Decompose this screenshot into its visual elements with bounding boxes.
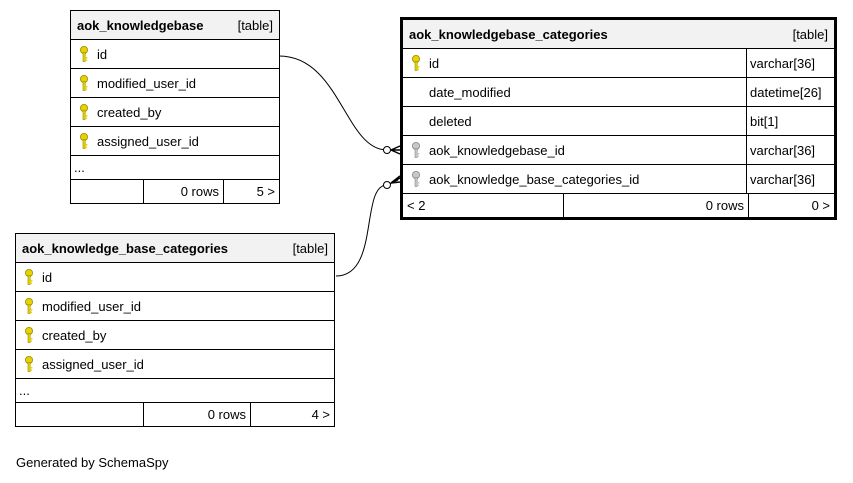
column-name: modified_user_id	[97, 75, 197, 91]
relationship-line-knowledgebase	[278, 55, 398, 151]
table-footer: 0 rows 5 >	[71, 180, 279, 203]
column-row[interactable]: date_modified datetime[26]	[403, 78, 834, 107]
optional-marker	[383, 181, 391, 189]
column-row[interactable]: created_by	[71, 98, 279, 127]
table-name: aok_knowledgebase_categories	[409, 26, 608, 42]
column-name: aok_knowledge_base_categories_id	[429, 171, 640, 187]
generated-by-credit: Generated by SchemaSpy	[16, 455, 169, 470]
children-link[interactable]: 5 >	[223, 180, 279, 203]
column-type: varchar[36]	[746, 136, 834, 164]
column-row[interactable]: aok_knowledgebase_id varchar[36]	[403, 136, 834, 165]
foreign-key-icon	[409, 141, 423, 159]
column-name: id	[42, 269, 53, 285]
primary-key-icon	[77, 132, 91, 150]
table-header[interactable]: aok_knowledgebase [table]	[71, 11, 279, 40]
table-name: aok_knowledge_base_categories	[22, 240, 228, 256]
column-row[interactable]: created_by	[16, 321, 334, 350]
table-header[interactable]: aok_knowledgebase_categories [table]	[403, 20, 834, 49]
column-row[interactable]: modified_user_id	[16, 292, 334, 321]
primary-key-icon	[22, 268, 36, 286]
column-row[interactable]: id	[71, 40, 279, 69]
table-footer: < 2 0 rows 0 >	[403, 194, 834, 217]
column-type: varchar[36]	[746, 165, 834, 193]
table-aok-knowledge-base-categories[interactable]: aok_knowledge_base_categories [table] id…	[15, 233, 335, 427]
primary-key-icon	[77, 45, 91, 63]
column-name: created_by	[97, 104, 162, 120]
column-name: aok_knowledgebase_id	[429, 142, 565, 158]
primary-key-icon	[22, 326, 36, 344]
children-link[interactable]: 0 >	[748, 194, 834, 217]
table-footer: 0 rows 4 >	[16, 403, 334, 426]
footer-left	[71, 180, 143, 203]
column-name: modified_user_id	[42, 298, 142, 314]
column-name: assigned_user_id	[42, 356, 144, 372]
primary-key-icon	[77, 74, 91, 92]
footer-left	[16, 403, 143, 426]
table-aok-knowledgebase[interactable]: aok_knowledgebase [table] id modified_us…	[70, 10, 280, 204]
column-type: varchar[36]	[746, 49, 834, 77]
column-type: datetime[26]	[746, 78, 834, 106]
column-name: id	[429, 55, 440, 71]
primary-key-icon	[22, 297, 36, 315]
column-row[interactable]: id varchar[36]	[403, 49, 834, 78]
column-name: assigned_user_id	[97, 133, 199, 149]
table-name: aok_knowledgebase	[77, 17, 204, 33]
column-row[interactable]: assigned_user_id	[71, 127, 279, 156]
row-count: 0 rows	[143, 403, 250, 426]
column-name: deleted	[429, 113, 472, 129]
column-row[interactable]: aok_knowledge_base_categories_id varchar…	[403, 165, 834, 194]
more-columns-ellipsis: ...	[71, 156, 279, 180]
table-kind: [table]	[292, 240, 328, 256]
crowfoot-marker	[390, 145, 401, 155]
children-link[interactable]: 4 >	[250, 403, 334, 426]
more-columns-ellipsis: ...	[16, 379, 334, 403]
column-name: created_by	[42, 327, 107, 343]
optional-marker	[383, 146, 391, 154]
row-count: 0 rows	[143, 180, 223, 203]
primary-key-icon	[409, 54, 423, 72]
table-kind: [table]	[237, 17, 273, 33]
row-count: 0 rows	[563, 194, 748, 217]
crowfoot-marker	[390, 175, 401, 184]
primary-key-icon	[22, 355, 36, 373]
table-aok-knowledgebase-categories[interactable]: aok_knowledgebase_categories [table] id …	[400, 17, 837, 220]
table-kind: [table]	[792, 26, 828, 42]
primary-key-icon	[77, 103, 91, 121]
column-name: date_modified	[429, 84, 511, 100]
relationship-line-base-categories	[335, 179, 399, 277]
table-header[interactable]: aok_knowledge_base_categories [table]	[16, 234, 334, 263]
column-type: bit[1]	[746, 107, 834, 135]
column-row[interactable]: assigned_user_id	[16, 350, 334, 379]
foreign-key-icon	[409, 170, 423, 188]
parents-link[interactable]: < 2	[407, 198, 426, 213]
column-row[interactable]: id	[16, 263, 334, 292]
column-name: id	[97, 46, 108, 62]
column-row[interactable]: deleted bit[1]	[403, 107, 834, 136]
column-row[interactable]: modified_user_id	[71, 69, 279, 98]
